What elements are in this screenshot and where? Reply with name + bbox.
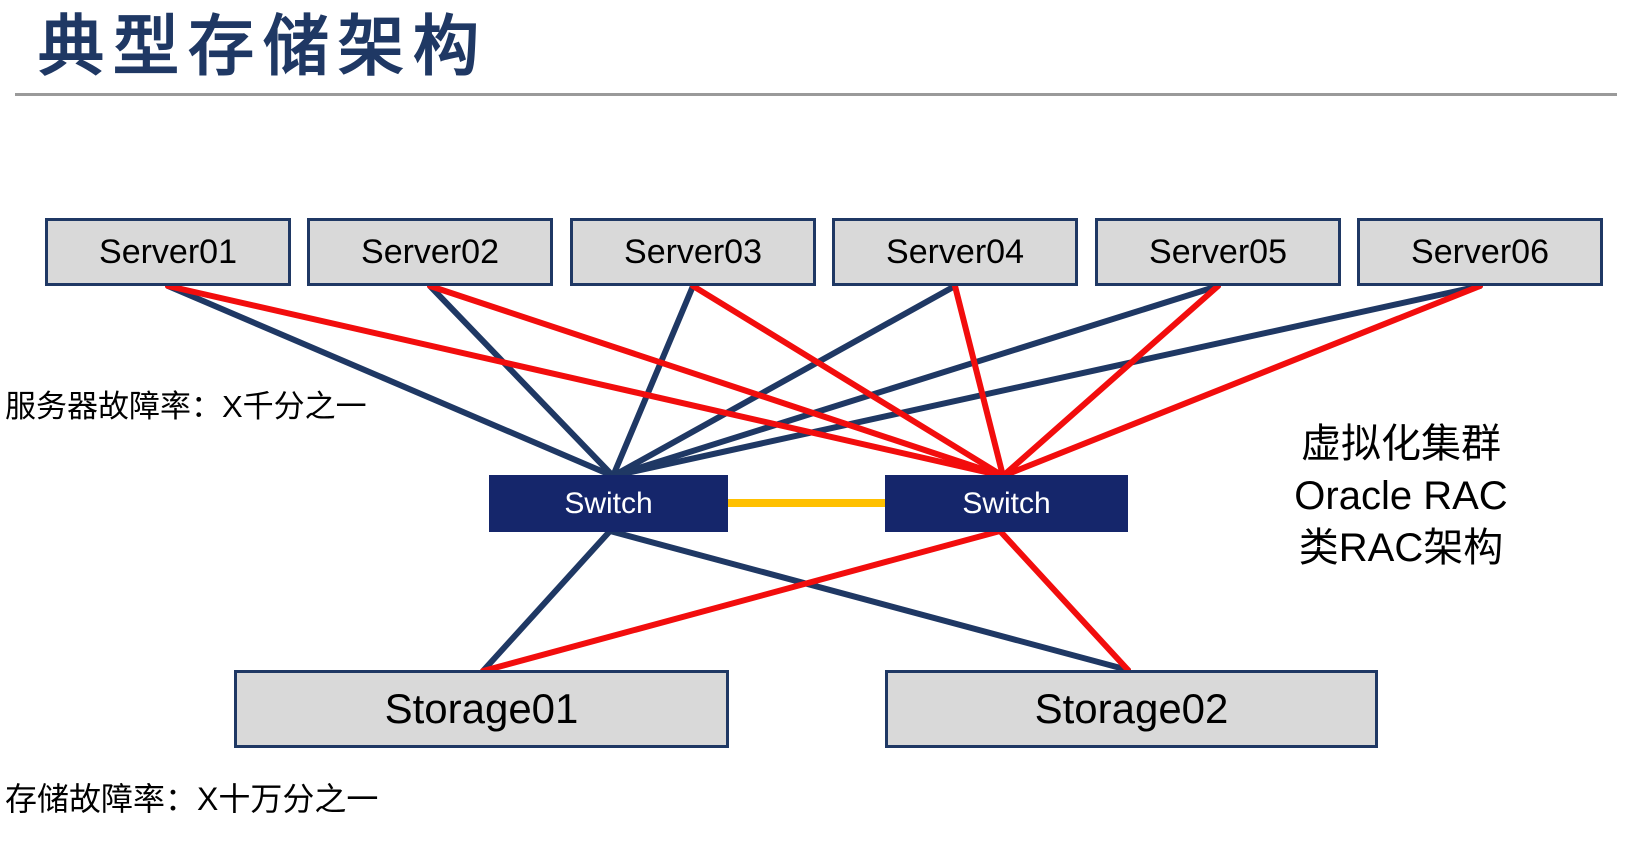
link-Server03-Switch1	[610, 283, 696, 479]
link-Switch2-Storage02	[997, 528, 1131, 673]
storage01-label: Storage01	[384, 685, 579, 732]
switch-right-label: Switch	[962, 486, 1051, 520]
switch-left-label: Switch	[564, 486, 653, 520]
server-failure-rate-note: 服务器故障率：X千分之一	[5, 389, 367, 424]
link-Switch1-Storage01	[480, 528, 613, 674]
link-Server02-Switch2	[427, 283, 1006, 479]
node-server06: Server06	[1357, 218, 1603, 286]
cluster-note-line2: Oracle RAC	[1294, 474, 1508, 518]
link-Server05-Switch1	[610, 283, 1221, 479]
link-Server02-Switch1	[427, 283, 616, 479]
node-server05: Server05	[1095, 218, 1341, 286]
node-server01: Server01	[45, 218, 291, 286]
link-Server04-Switch1	[610, 283, 958, 479]
link-Server01-Switch2	[165, 283, 1006, 479]
link-Server06-Switch2	[1000, 283, 1483, 479]
node-server03: Server03	[570, 218, 816, 286]
node-switch-right: Switch	[885, 475, 1128, 532]
server06-label: Server06	[1411, 232, 1549, 271]
link-Switch1-Storage02	[607, 528, 1131, 673]
link-Server04-Switch2	[952, 283, 1006, 479]
title-divider	[15, 93, 1617, 96]
server01-label: Server01	[99, 232, 237, 271]
link-Server01-Switch1	[165, 283, 616, 479]
link-Server06-Switch1	[610, 283, 1483, 479]
storage02-label: Storage02	[1034, 685, 1229, 732]
server05-label: Server05	[1149, 232, 1287, 271]
node-storage01: Storage01	[234, 670, 729, 748]
storage-failure-rate-note: 存储故障率：X十万分之一	[5, 781, 379, 817]
link-Switch2-Storage01	[480, 528, 1003, 674]
link-Server05-Switch2	[1000, 283, 1221, 479]
server03-label: Server03	[624, 232, 762, 271]
server02-label: Server02	[361, 232, 499, 271]
page-title: 典型存储架构	[38, 9, 488, 83]
cluster-note: 虚拟化集群 Oracle RAC 类RAC架构	[1276, 418, 1526, 574]
link-Server03-Switch2	[690, 283, 1006, 479]
server04-label: Server04	[886, 232, 1024, 271]
node-server02: Server02	[307, 218, 553, 286]
node-switch-left: Switch	[489, 475, 728, 532]
cluster-note-line3: 类RAC架构	[1298, 526, 1504, 570]
node-server04: Server04	[832, 218, 1078, 286]
cluster-note-line1: 虚拟化集群	[1301, 422, 1501, 466]
node-storage02: Storage02	[885, 670, 1378, 748]
